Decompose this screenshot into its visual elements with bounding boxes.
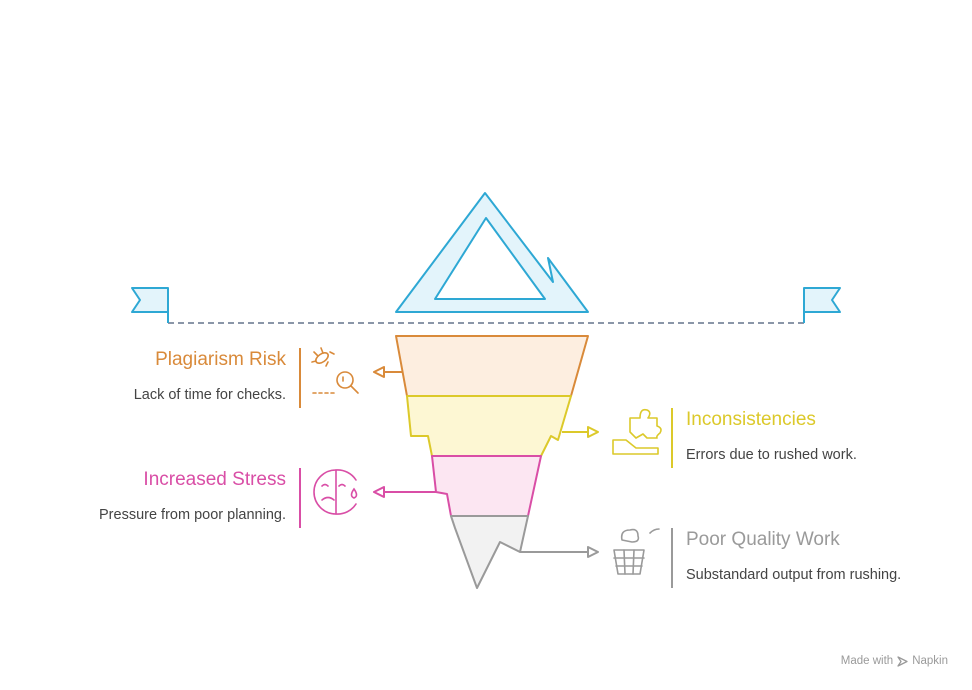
bar-increased-stress: [299, 468, 301, 528]
bar-poor-quality: [671, 528, 673, 588]
title-increased-stress: Increased Stress: [143, 469, 286, 490]
napkin-brand-label: Napkin: [912, 655, 948, 667]
connector-poor-quality: [520, 546, 599, 558]
made-with-label: Made with: [840, 655, 894, 667]
flag-left-icon: [131, 287, 169, 323]
desc-inconsistencies: Errors due to rushed work.: [686, 447, 857, 463]
trash-bin-icon: [613, 528, 660, 575]
connector-increased-stress: [373, 486, 436, 498]
bar-inconsistencies: [671, 408, 673, 468]
sad-face-icon: [313, 469, 358, 515]
puzzle-piece-icon: [612, 408, 662, 455]
title-poor-quality: Poor Quality Work: [686, 529, 840, 550]
bug-magnifier-icon: [311, 347, 359, 394]
connector-plagiarism-risk: [373, 366, 403, 378]
title-plagiarism-risk: Plagiarism Risk: [155, 349, 286, 370]
connector-inconsistencies: [562, 426, 599, 438]
layer-increased-stress: [431, 455, 542, 517]
desc-increased-stress: Pressure from poor planning.: [99, 507, 286, 523]
title-inconsistencies: Inconsistencies: [686, 409, 816, 430]
napkin-logo-icon: [897, 655, 908, 667]
bar-plagiarism-risk: [299, 348, 301, 408]
layer-plagiarism-risk: [395, 335, 589, 397]
layer-poor-quality: [450, 515, 529, 589]
desc-poor-quality: Substandard output from rushing.: [686, 567, 902, 583]
layer-inconsistencies: [406, 395, 572, 457]
flag-right-icon: [803, 287, 841, 323]
desc-plagiarism-risk: Lack of time for checks.: [133, 387, 286, 403]
made-with-credit[interactable]: Made with Napkin: [841, 655, 948, 667]
iceberg-tip-icon: [395, 192, 589, 313]
